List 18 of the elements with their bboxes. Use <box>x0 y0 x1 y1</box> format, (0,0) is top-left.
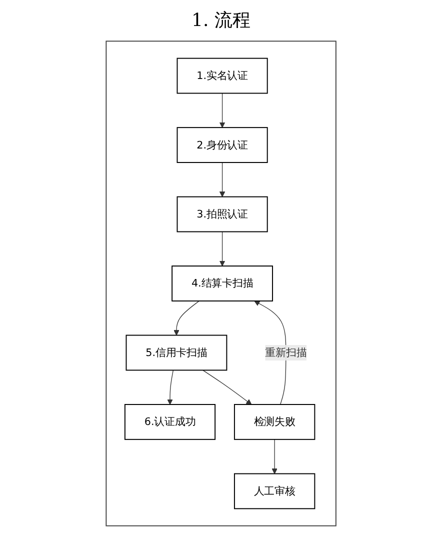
arrow <box>202 370 252 405</box>
node-box: 2.身份认证 <box>176 127 268 163</box>
node-box: 3.拍照认证 <box>176 196 268 232</box>
arrow <box>167 370 174 405</box>
arrow <box>272 439 278 474</box>
node-box: 人工审核 <box>234 473 316 510</box>
arrow <box>174 300 200 336</box>
node-box: 检测失败 <box>234 404 316 440</box>
node-box: 5.信用卡扫描 <box>126 334 228 371</box>
node-box: 6.认证成功 <box>124 404 216 440</box>
arrow <box>219 92 226 128</box>
arrow <box>219 231 226 266</box>
diagram-title: 1. 流程 <box>190 9 252 32</box>
node-box: 1.实名认证 <box>176 58 268 94</box>
cluster <box>106 40 336 526</box>
node-box: 4.结算卡扫描 <box>172 266 273 302</box>
arrow <box>219 162 226 198</box>
edge-label: 重新扫描 <box>265 346 307 359</box>
